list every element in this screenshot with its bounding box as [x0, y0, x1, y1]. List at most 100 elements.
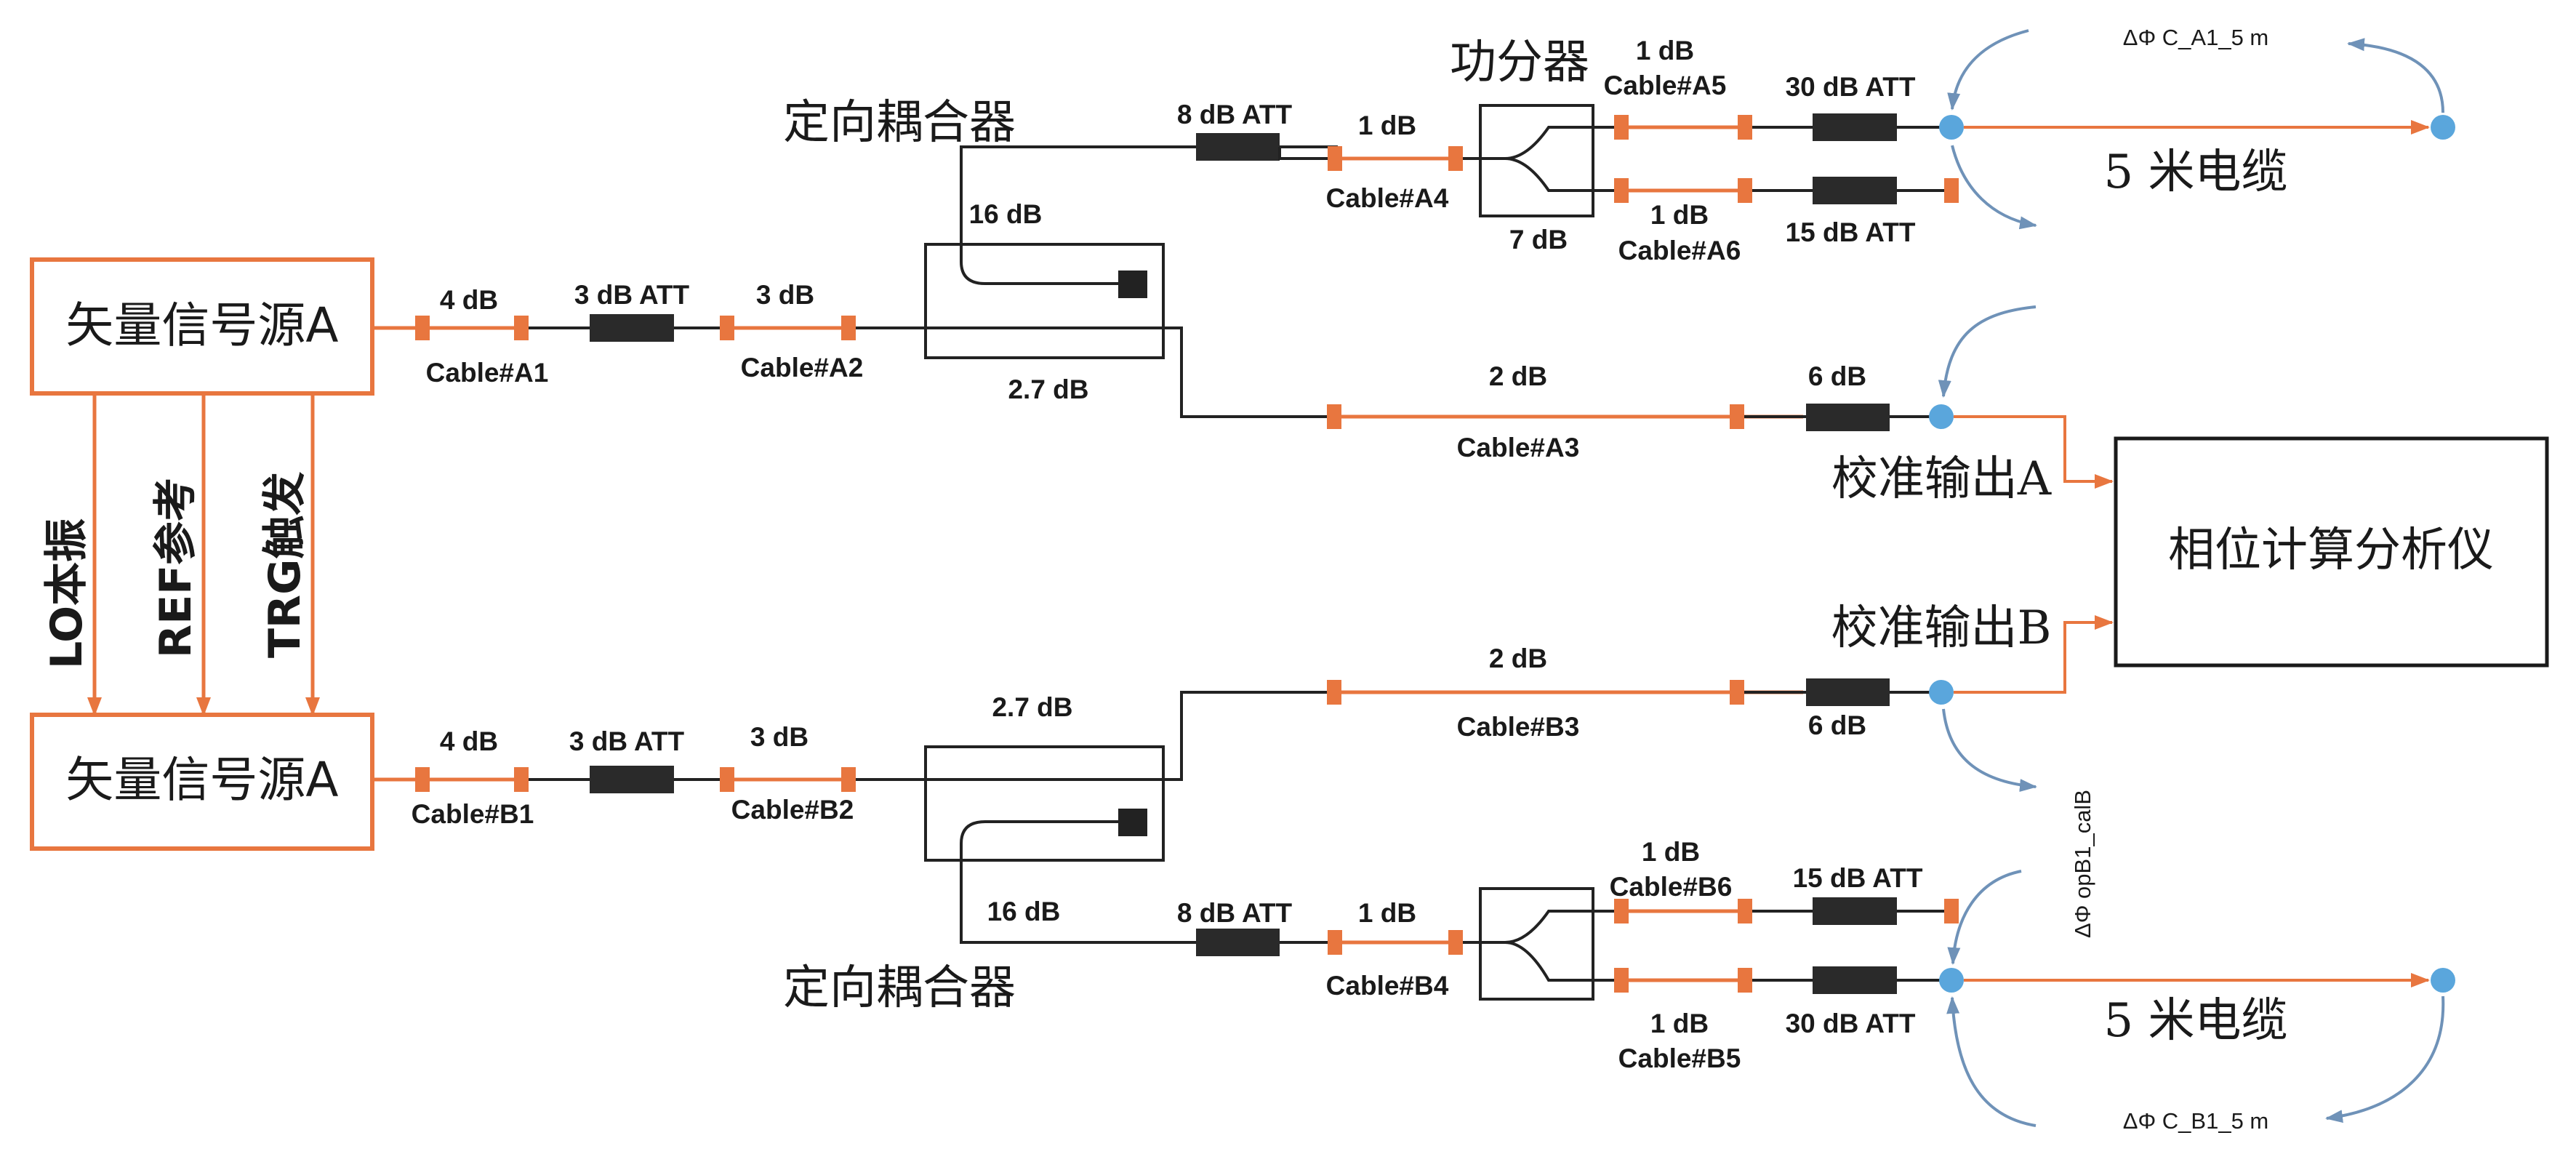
- coupler-b-coupling: 16 dB: [987, 897, 1061, 926]
- coupler-b-through-loss: 2.7 dB: [992, 692, 1072, 722]
- cal-b-to-analyzer: [1954, 615, 2114, 694]
- b5-port: [1939, 968, 1964, 993]
- cable-b2-connector-right: [841, 767, 856, 792]
- dphi-a-arrow-down: [1951, 145, 2037, 230]
- att8-b-body: [1196, 929, 1280, 956]
- cable-b4-connector-left: [1328, 930, 1342, 955]
- att15-b-block: [1813, 897, 1897, 925]
- through-a-line: [1163, 326, 1331, 418]
- coupler-a-box: [924, 243, 1165, 359]
- coupler-b-termination: [1118, 809, 1147, 836]
- cable-b5-connector-left: [1614, 968, 1629, 993]
- dphi-a-arrow-left: [1947, 29, 2029, 111]
- cable-b2-name: Cable#B2: [731, 795, 854, 825]
- cable-b1-connector-right: [514, 767, 529, 792]
- dphi-cal-b-label: ΔΦ opB1_calB: [2070, 790, 2095, 938]
- cable-a4-name: Cable#A4: [1326, 183, 1449, 213]
- lo-sync-label: LO本振: [41, 518, 92, 669]
- coupler-a-termination: [1118, 271, 1147, 298]
- cable-b3-connector-left: [1327, 680, 1341, 705]
- coupler-a-coupling: 16 dB: [969, 199, 1043, 229]
- cable-5m-a-label: 5 米电缆: [2103, 145, 2287, 199]
- att6-b-block: [1806, 678, 1890, 706]
- att30-b-label: 30 dB ATT: [1786, 1009, 1916, 1038]
- att8-a-body: [1196, 133, 1280, 161]
- dphi-a-arrow-right: [2347, 38, 2444, 113]
- cable-a2-loss: 3 dB: [756, 280, 814, 310]
- cable-b6-loss: 1 dB: [1642, 837, 1700, 867]
- source-label-bottom: 矢量信号源A: [65, 752, 338, 808]
- cable-a2-name: Cable#A2: [741, 353, 864, 382]
- att8-b-label: 8 dB ATT: [1177, 898, 1293, 928]
- cable-b3-name: Cable#B3: [1457, 712, 1580, 742]
- cable-a2-connector-right: [841, 316, 856, 340]
- cable-a3-name: Cable#A3: [1457, 433, 1580, 462]
- cal-out-a-label: 校准输出A: [1831, 452, 2052, 506]
- att8-to-a4: [1278, 147, 1328, 160]
- cable-b2-connector-left: [720, 767, 734, 792]
- att3-b-label: 3 dB ATT: [569, 726, 685, 756]
- dphi-b-label: ΔΦ C_B1_5 m: [2123, 1108, 2269, 1134]
- a6-termination: [1944, 178, 1959, 203]
- att30-b-block: [1813, 966, 1897, 994]
- cable-b5-name: Cable#B5: [1618, 1043, 1741, 1073]
- cable-a2-connector-left: [720, 316, 734, 340]
- coupler-b-box: [924, 745, 1165, 862]
- cable-a6-connector-left: [1614, 178, 1629, 203]
- b6-termination: [1944, 899, 1959, 923]
- source-label-top: 矢量信号源A: [65, 297, 338, 353]
- cable-a6-loss: 1 dB: [1650, 200, 1709, 230]
- att6-a-label: 6 dB: [1808, 361, 1866, 391]
- cal-a-phase-arrow: [1938, 305, 2037, 398]
- phase-analyzer-box: [2114, 436, 2549, 668]
- coupler-b-coupled-line: [960, 820, 1196, 944]
- coupler-b-title: 定向耦合器: [783, 961, 1016, 1015]
- att15-b-label: 15 dB ATT: [1793, 863, 1923, 893]
- cal-a-port: [1929, 404, 1954, 429]
- att30-a-block: [1813, 113, 1897, 141]
- cable-5m-b-end-port: [2431, 968, 2455, 993]
- splitter-a-loss: 7 dB: [1509, 225, 1568, 255]
- dphi-a-label: ΔΦ C_A1_5 m: [2123, 25, 2269, 50]
- att3-a-label: 3 dB ATT: [574, 280, 690, 310]
- cable-b1-name: Cable#B1: [412, 799, 534, 829]
- cable-b5-connector-right: [1738, 968, 1752, 993]
- cable-a1-connector-right: [514, 316, 529, 340]
- att15-a-label: 15 dB ATT: [1786, 217, 1916, 247]
- att8-a-label: 8 dB ATT: [1177, 100, 1293, 129]
- cable-b2-loss: 3 dB: [750, 722, 808, 752]
- att3-b-block: [590, 766, 674, 793]
- cable-a5-loss: 1 dB: [1636, 36, 1694, 65]
- ref-sync-label: REF参考: [151, 478, 201, 658]
- cal-b-port: [1929, 680, 1954, 705]
- cable-b3-loss: 2 dB: [1489, 644, 1547, 673]
- cable-a3-connector-left: [1327, 404, 1341, 429]
- cable-a4-connector-left: [1328, 146, 1342, 171]
- cable-a3-connector-right: [1730, 404, 1744, 429]
- cable-a6-name: Cable#A6: [1618, 236, 1741, 265]
- cable-a1-name: Cable#A1: [426, 358, 549, 388]
- cable-b6-name: Cable#B6: [1610, 872, 1733, 902]
- splitter-a-box: [1479, 104, 1594, 217]
- cable-a4-loss: 1 dB: [1358, 111, 1416, 140]
- cable-5m-a-end-port: [2431, 115, 2455, 140]
- dphi-b-arrow-up: [1947, 870, 2022, 965]
- coupler-a-through-loss: 2.7 dB: [1008, 374, 1088, 404]
- cable-a3-loss: 2 dB: [1489, 361, 1547, 391]
- att3-a-block: [590, 314, 674, 342]
- coupler-a-title: 定向耦合器: [783, 96, 1016, 150]
- cable-a1-loss: 4 dB: [440, 285, 498, 315]
- cal-out-b-label: 校准输出B: [1831, 601, 2051, 655]
- cable-a5-connector-left: [1614, 115, 1629, 140]
- cable-5m-b-label: 5 米电缆: [2103, 994, 2287, 1048]
- dphi-b-arrow-right: [2325, 995, 2445, 1123]
- cable-a6-connector-right: [1738, 178, 1752, 203]
- dphi-b-arrow-left: [1946, 996, 2037, 1127]
- cable-b5-loss: 1 dB: [1650, 1009, 1709, 1038]
- splitter-a-branches: [1504, 126, 1621, 192]
- cal-a-to-analyzer: [1954, 415, 2114, 489]
- cable-b6-connector-right: [1738, 899, 1752, 923]
- cable-b4-loss: 1 dB: [1358, 898, 1416, 928]
- splitter-b-branches: [1504, 910, 1621, 982]
- cable-b4-name: Cable#B4: [1326, 971, 1449, 1001]
